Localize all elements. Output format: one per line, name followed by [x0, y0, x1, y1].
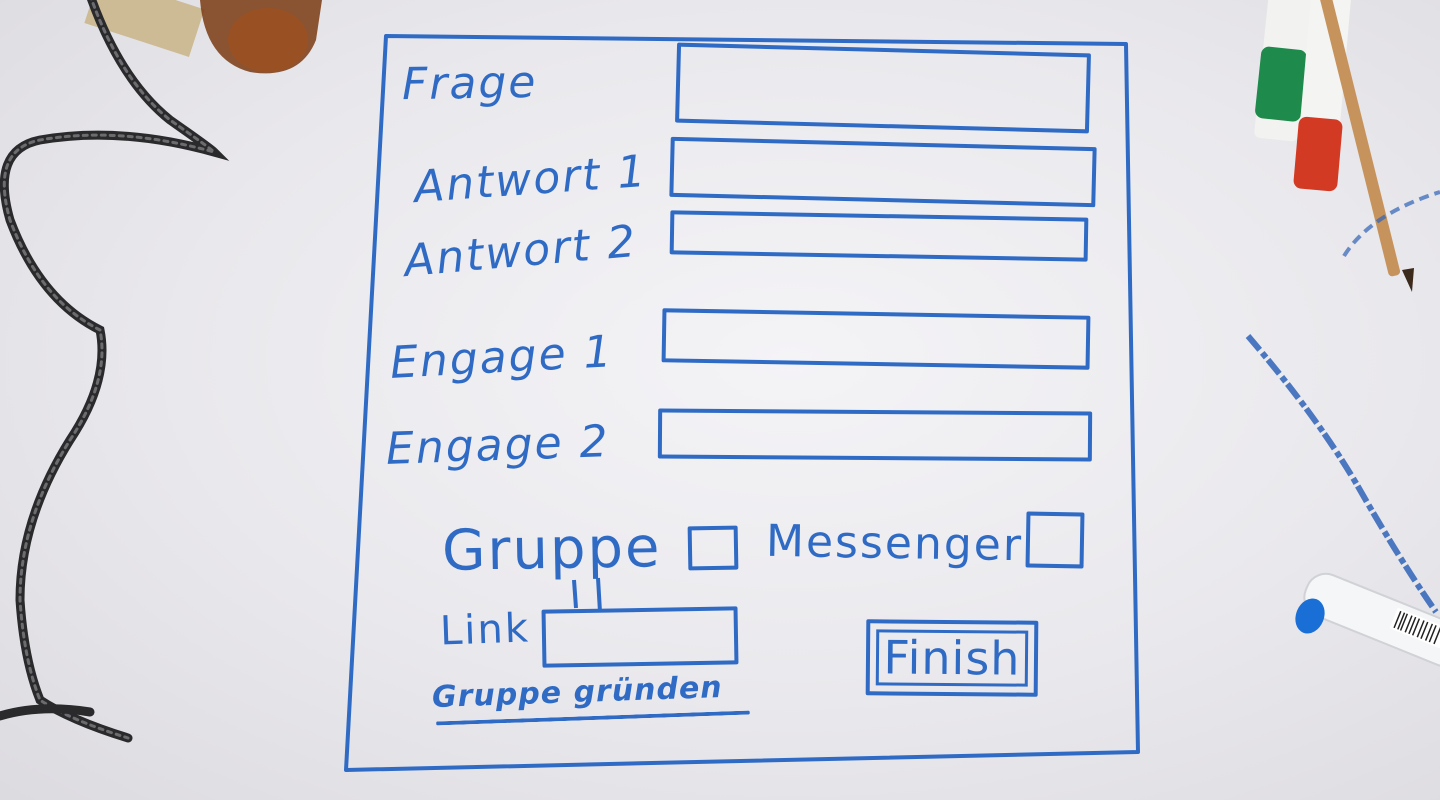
question-label: Frage	[401, 56, 538, 111]
markers	[1254, 0, 1414, 292]
cable	[0, 0, 230, 743]
group-checkbox[interactable]	[687, 525, 739, 571]
form-frame	[344, 34, 1140, 772]
group-option-label: Gruppe	[441, 515, 663, 584]
engage2-input[interactable]	[657, 408, 1093, 462]
finish-button-label: Finish	[883, 630, 1021, 686]
engage1-label: Engage 1	[388, 326, 615, 389]
finish-button[interactable]: Finish	[865, 619, 1039, 697]
blue-marker	[1295, 572, 1440, 668]
bottle	[84, 0, 322, 74]
messenger-option-label: Messenger	[765, 515, 1024, 572]
link-label: Link	[439, 605, 531, 655]
engage1-input[interactable]	[661, 308, 1091, 370]
link-input[interactable]	[541, 606, 739, 668]
engage2-label: Engage 2	[385, 416, 611, 475]
messenger-checkbox[interactable]	[1025, 511, 1085, 569]
answer2-input[interactable]	[669, 210, 1089, 262]
stray-strokes	[1245, 190, 1440, 614]
question-input[interactable]	[675, 42, 1091, 134]
answer1-input[interactable]	[669, 136, 1097, 208]
